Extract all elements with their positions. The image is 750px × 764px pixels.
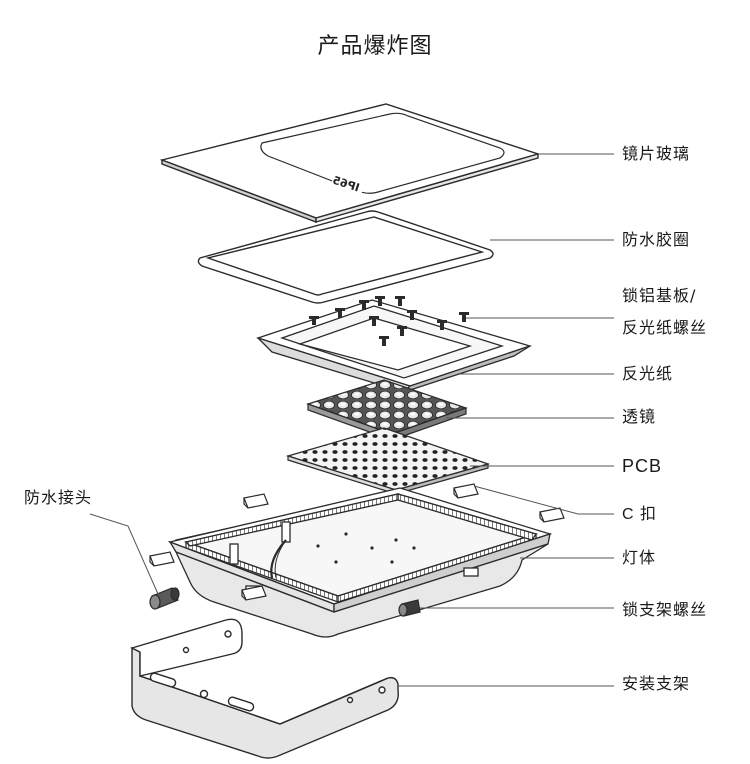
screw [359,300,369,310]
mounting-bracket [130,618,399,759]
label-screws-line2: 反光纸螺丝 [622,318,708,337]
screw [407,310,417,320]
glass-panel: IP65 [159,103,541,224]
lens-array [306,379,468,441]
bracket-screw [398,599,421,617]
label-screws-line1: 锁铝基板/ [622,286,697,305]
label-pcb: PCB [622,456,663,476]
screw [397,326,407,336]
label-connector: 防水接头 [24,488,93,507]
waterproof-seal [197,210,494,304]
page-title: 产品爆炸图 [317,34,433,59]
reflector-screws [309,296,469,346]
pcb-board [285,427,491,495]
label-lamp-body: 灯体 [622,548,657,567]
label-c-clip: C 扣 [622,506,658,523]
waterproof-connector [149,587,180,610]
label-reflector: 反光纸 [622,364,674,383]
screw [369,316,379,326]
screw [335,308,345,318]
screw [395,296,405,306]
screw [459,312,469,322]
leader-connector [89,513,159,595]
screw [379,336,389,346]
screw [375,296,385,306]
label-seal: 防水胶圈 [622,230,691,249]
label-lens: 透镜 [622,407,657,426]
label-bracket-screw: 锁支架螺丝 [622,600,708,619]
reflector-tray [255,299,533,393]
label-glass: 镜片玻璃 [622,144,691,163]
c-clips [149,483,565,601]
lamp-body [167,487,553,638]
screw [437,320,447,330]
label-bracket: 安装支架 [622,674,691,693]
screw [309,316,319,325]
leader-clip [473,485,614,515]
leader-lines [89,153,614,687]
